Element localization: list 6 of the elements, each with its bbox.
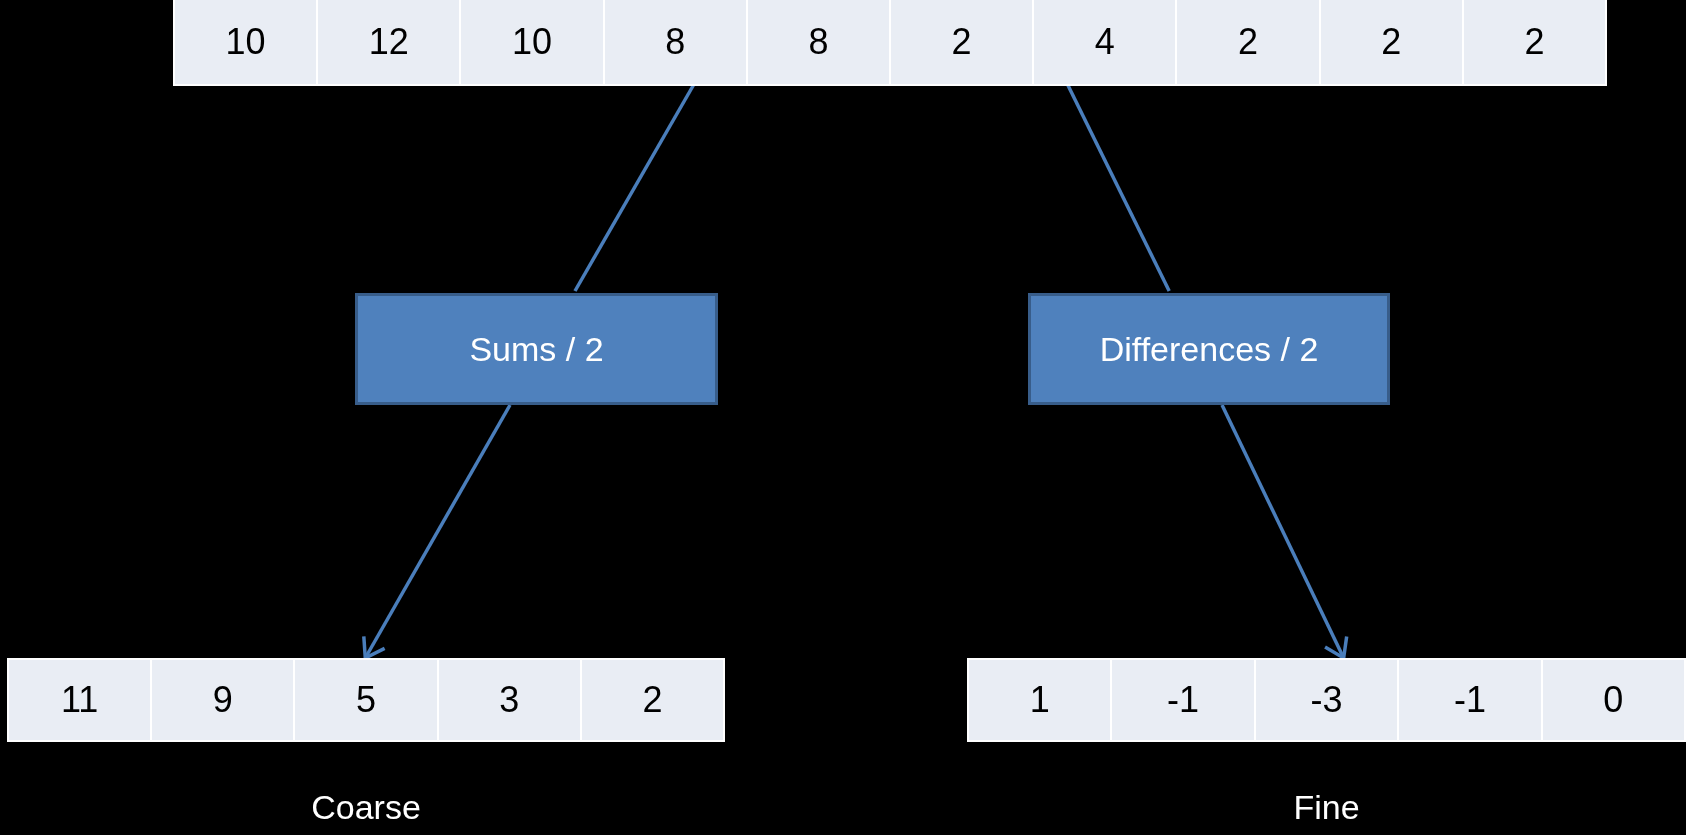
arrow (362, 404, 512, 660)
row-caption: Coarse (311, 790, 421, 824)
process-box: Differences / 2 (1028, 293, 1390, 405)
arrow (1220, 404, 1349, 660)
row-caption: Fine (1293, 790, 1360, 824)
process-box: Sums / 2 (355, 293, 718, 405)
